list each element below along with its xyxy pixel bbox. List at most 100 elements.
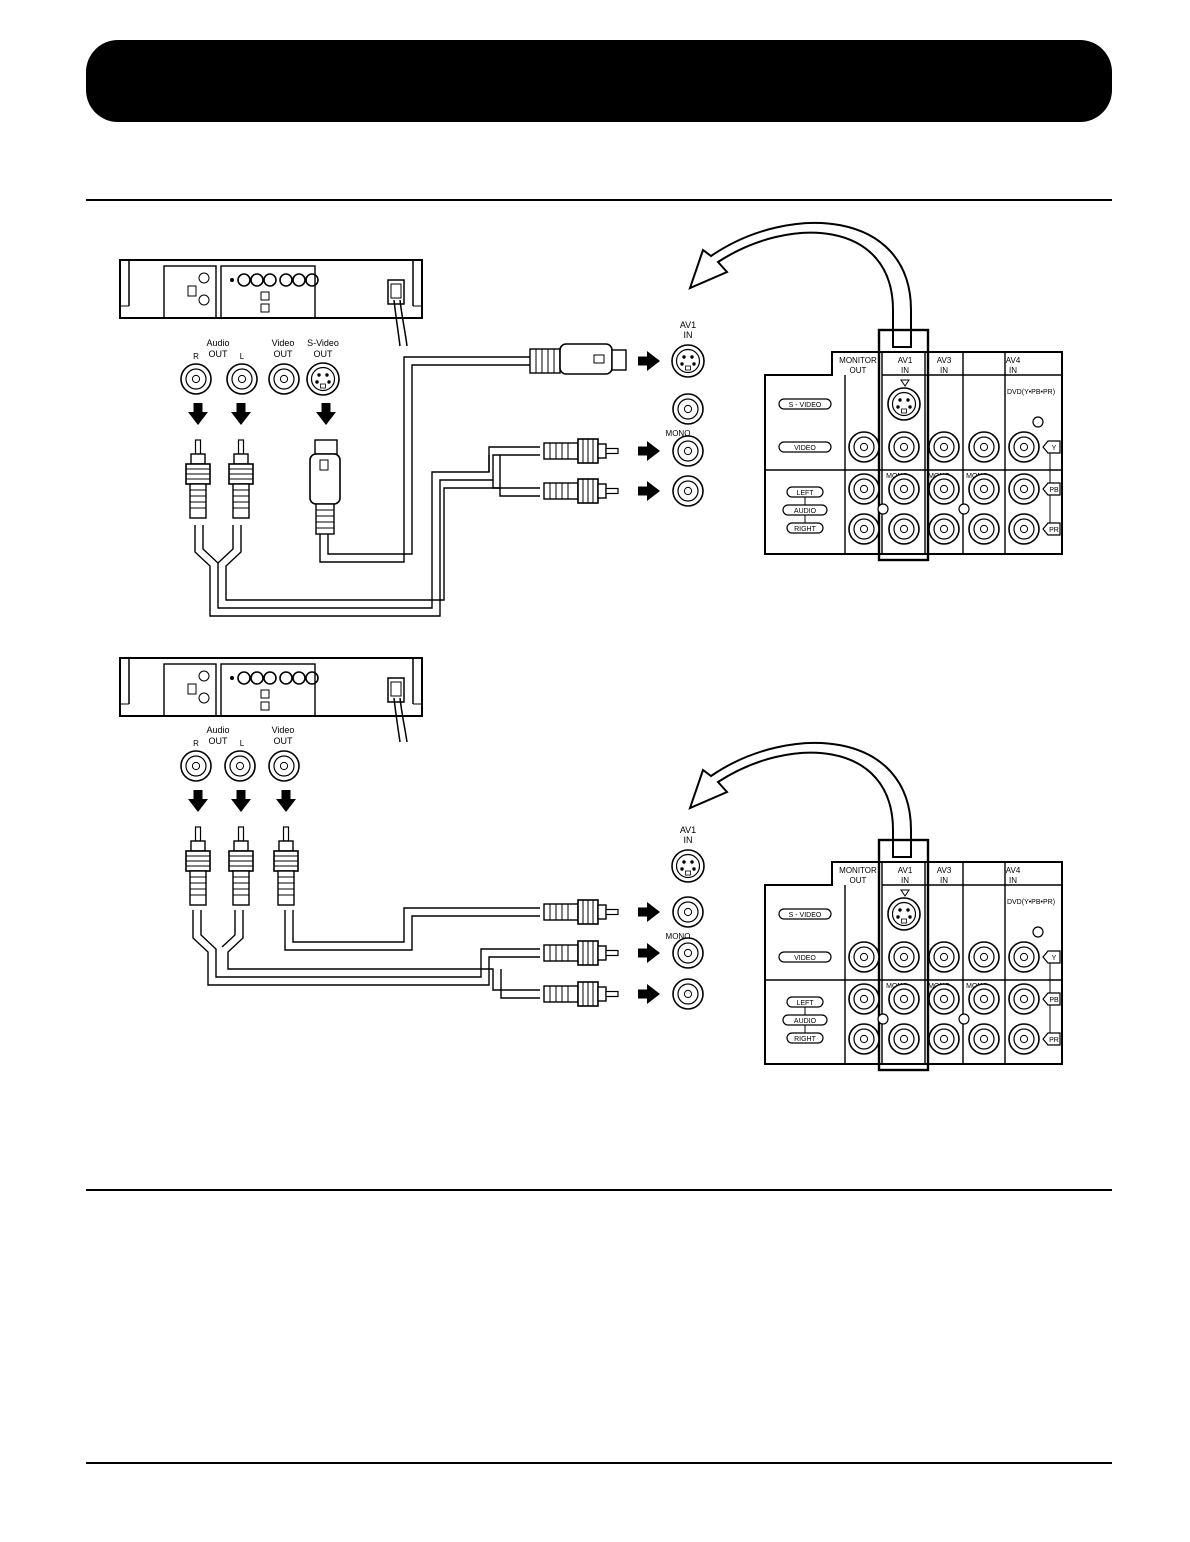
panel-y-tag [1042, 440, 1061, 454]
video-label-top: Video [272, 338, 295, 348]
indicator-circle [1032, 926, 1044, 938]
panel-av4-label: AV4 [1006, 356, 1021, 365]
panel-pr-label: PR [1049, 527, 1059, 534]
rca-jack [888, 983, 920, 1015]
top-rule [86, 199, 1112, 201]
av1-in-label-top: IN [684, 330, 693, 340]
svideo-plug-top [309, 439, 341, 535]
rca-jack [968, 1023, 1000, 1055]
rca-jack [848, 513, 880, 545]
audio-r-out-jack-bottom [180, 750, 212, 782]
rca-jack [888, 941, 920, 973]
panel-y-label: Y [1052, 955, 1057, 962]
bottom-rule [86, 1462, 1112, 1464]
l-label-top: L [240, 352, 245, 361]
panel-av1-label: AV1 [898, 356, 913, 365]
curved-arrow-icon [688, 741, 912, 858]
arrow-right-icon [638, 902, 660, 922]
panel-video-pill [778, 441, 832, 453]
rca-plug-video-bottom [273, 826, 299, 906]
r-label-top: R [193, 352, 199, 361]
rca-plug-horizontal [543, 940, 619, 966]
rca-jack [1008, 1023, 1040, 1055]
l-label-bottom: L [240, 739, 245, 748]
rca-plug-horizontal [543, 981, 619, 1007]
arrow-right-icon [638, 481, 660, 501]
panel-pb-tag [1042, 992, 1061, 1006]
mono-label-top: MONO [666, 429, 691, 438]
panel-av1-in-label: IN [901, 366, 909, 375]
curved-arrow-icon [688, 221, 912, 348]
panel-svideo-jack [887, 387, 921, 421]
video-out-jack-top [268, 363, 300, 395]
rca-jack [848, 473, 880, 505]
panel-av3-in-label: IN [940, 366, 948, 375]
triangle-marker-icon [900, 379, 910, 387]
audio-l-out-jack-bottom [224, 750, 256, 782]
arrow-right-icon [638, 943, 660, 963]
panel-pb-label: PB [1049, 997, 1059, 1004]
panel-svideo-pill [778, 908, 832, 920]
panel-svideo-label: S - VIDEO [789, 912, 822, 919]
rca-plug-r-top [185, 439, 211, 519]
rca-jack [848, 941, 880, 973]
panel-audio-label: AUDIO [794, 1018, 817, 1025]
mono-label-bottom: MONO [666, 932, 691, 941]
panel-av4-in-label: IN [1009, 876, 1017, 885]
av1-label-bottom: AV1 [680, 825, 696, 835]
rca-jack [1008, 431, 1040, 463]
arrow-down-icon [276, 790, 296, 812]
rca-jack [888, 513, 920, 545]
triangle-marker-icon [900, 889, 910, 897]
arrow-down-icon [188, 790, 208, 812]
link-circle [958, 1013, 970, 1025]
cables-top [194, 356, 540, 617]
monitor-out-label: OUT [850, 366, 867, 375]
arrow-down-icon [231, 790, 251, 812]
monitor-out-label: OUT [850, 876, 867, 885]
rca-jack [888, 1023, 920, 1055]
panel-pr-tag [1042, 522, 1061, 536]
panel-pb-label: PB [1049, 487, 1059, 494]
rca-jack [1008, 941, 1040, 973]
panel-left-label: LEFT [796, 1000, 814, 1007]
monitor-label: MONITOR [839, 866, 877, 875]
panel-av4-label: AV4 [1006, 866, 1021, 875]
panel-pr-label: PR [1049, 1037, 1059, 1044]
av1-audio-r-in-jack-bottom [672, 978, 704, 1010]
rca-jack [928, 431, 960, 463]
rca-jack [1008, 473, 1040, 505]
video-out-label-top: OUT [274, 349, 294, 359]
arrow-right-icon [638, 441, 660, 461]
svideo-plug-horizontal-top [529, 343, 627, 375]
audio-label-bottom: Audio [206, 725, 229, 735]
panel-av3-label: AV3 [937, 356, 952, 365]
video-out-label-bottom: OUT [274, 736, 294, 746]
panel-svideo-label: S - VIDEO [789, 402, 822, 409]
monitor-label: MONITOR [839, 356, 877, 365]
rca-jack [968, 513, 1000, 545]
panel-audio-label: AUDIO [794, 508, 817, 515]
rca-jack [928, 513, 960, 545]
panel-pb-tag [1042, 482, 1061, 496]
panel-av3-in-label: IN [940, 876, 948, 885]
audio-l-out-jack-top [226, 363, 258, 395]
rca-jack [928, 941, 960, 973]
av1-video-in-jack-top [672, 393, 704, 425]
panel-video-label: VIDEO [794, 445, 816, 452]
arrow-down-icon [188, 403, 208, 425]
arrow-right-icon [638, 351, 660, 371]
link-circle [958, 503, 970, 515]
svideo-out-jack-top [306, 362, 340, 396]
rca-plug-r-bottom [185, 826, 211, 906]
av1-audio-l-in-jack-top [672, 435, 704, 467]
rca-jack [928, 983, 960, 1015]
video-label-bottom: Video [272, 725, 295, 735]
panel-svideo-pill [778, 398, 832, 410]
panel-pr-tag [1042, 1032, 1061, 1046]
rca-jack [1008, 513, 1040, 545]
panel-av1-label: AV1 [898, 866, 913, 875]
rca-plug-l-top [228, 439, 254, 519]
